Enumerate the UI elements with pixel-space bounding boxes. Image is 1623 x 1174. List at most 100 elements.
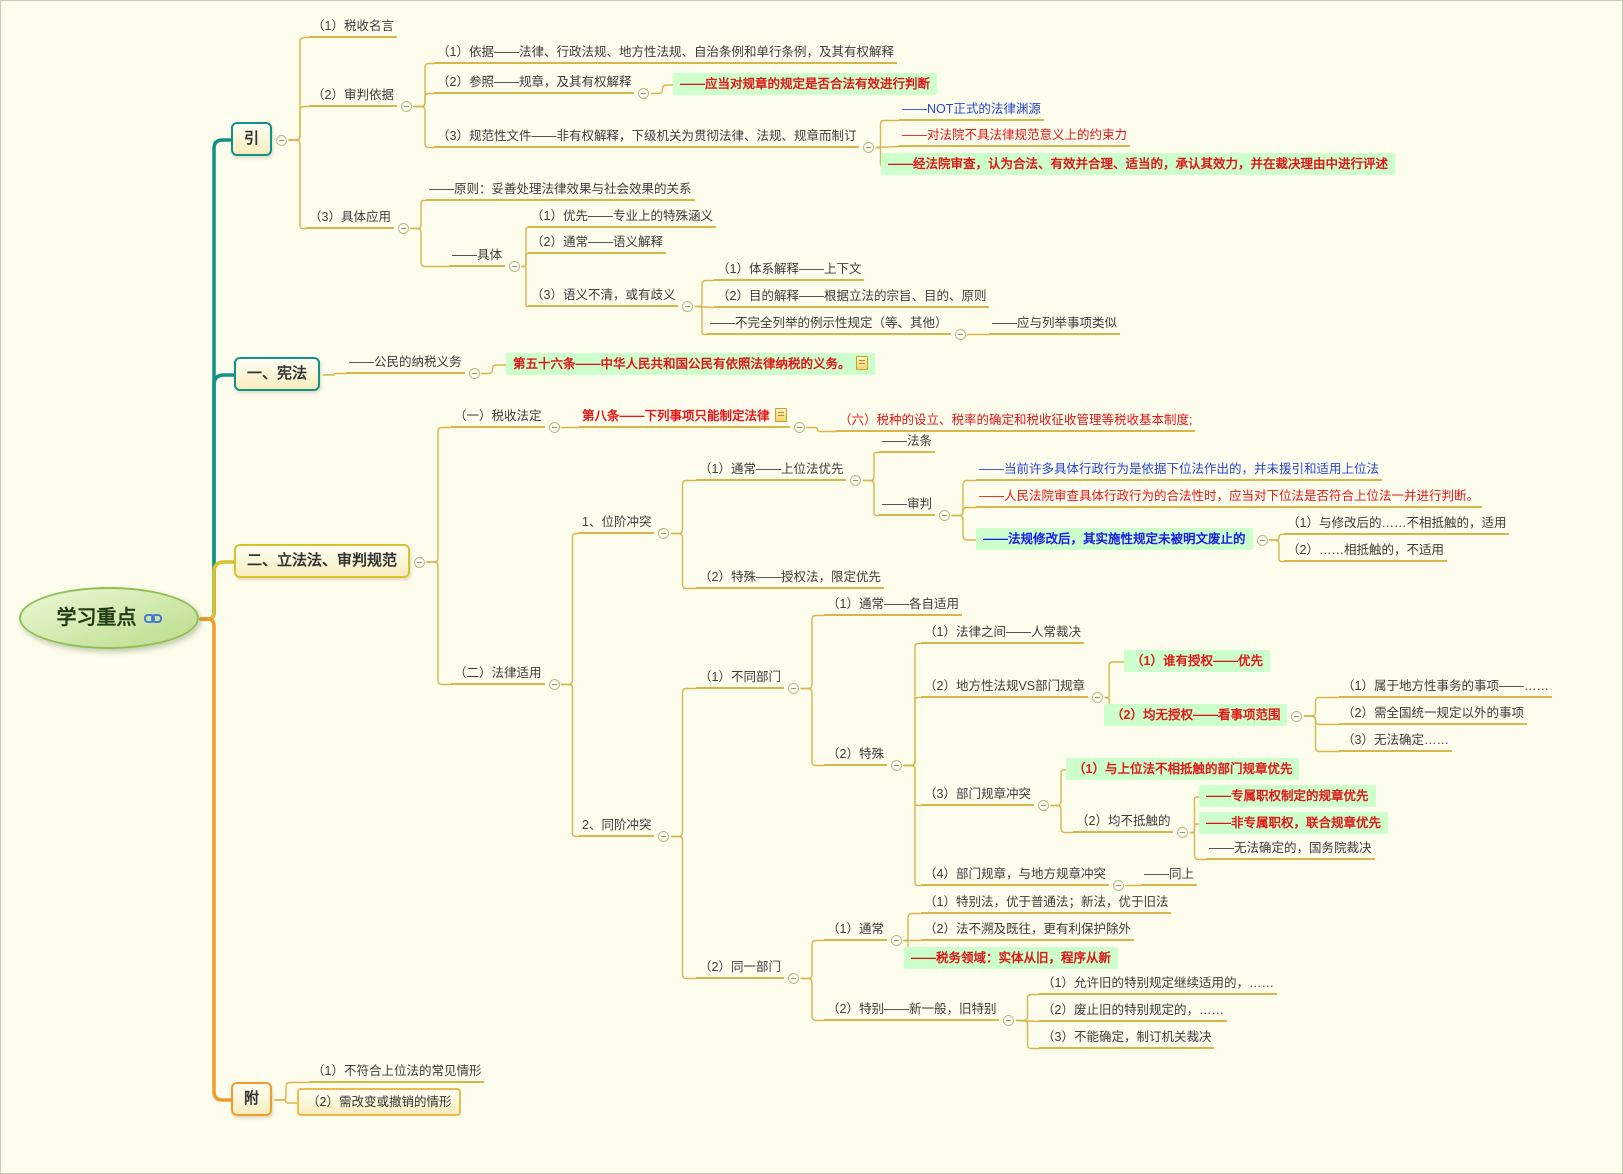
mindmap-node-e1-1[interactable]: （1）特别法，优于普通法；新法，优于旧法 [921, 894, 1172, 914]
mindmap-node-m-xianfa[interactable]: 一、宪法 [234, 357, 321, 391]
collapse-toggle[interactable] [1112, 880, 1124, 891]
collapse-toggle[interactable] [793, 422, 805, 433]
mindmap-node-c1-1-1[interactable]: （六）税种的设立、税率的确定和税收征收管理等税收基本制度; [836, 412, 1196, 432]
collapse-toggle[interactable] [638, 88, 650, 99]
mindmap-node-a2-3-1[interactable]: ——NOT正式的法律渊源 [899, 101, 1044, 121]
collapse-toggle[interactable] [658, 528, 670, 539]
mindmap-node-a3-2-1[interactable]: （1）优先——专业上的特殊涵义 [528, 208, 716, 228]
mindmap-node-e2-3[interactable]: （3）不能确定，制订机关裁决 [1039, 1029, 1215, 1049]
mindmap-node-b1-1[interactable]: 第五十六条——中华人民共和国公民有依照法律纳税的义务。 [506, 353, 875, 375]
mindmap-node-d2-3[interactable]: （3）部门规章冲突 [921, 786, 1034, 806]
collapse-toggle[interactable] [658, 831, 670, 842]
mindmap-node-e1-3[interactable]: ——税务领域：实体从旧，程序从新 [904, 947, 1119, 969]
collapse-toggle[interactable] [548, 422, 560, 433]
mindmap-node-sp3-1[interactable]: （1）与修改后的……不相抵触的，适用 [1284, 515, 1510, 535]
collapse-toggle[interactable] [1177, 827, 1189, 838]
collapse-toggle[interactable] [954, 329, 966, 340]
mindmap-node-a2-3-2[interactable]: ——对法院不具法律规范意义上的约束力 [899, 127, 1131, 147]
collapse-toggle[interactable] [682, 301, 694, 312]
collapse-toggle[interactable] [787, 973, 799, 984]
mindmap-node-a3-1[interactable]: ——原则：妥善处理法律效果与社会效果的关系 [426, 181, 695, 201]
collapse-toggle[interactable] [509, 261, 521, 272]
collapse-toggle[interactable] [890, 760, 902, 771]
hyperlink-icon[interactable] [143, 613, 162, 624]
mindmap-node-d2-3-2-1[interactable]: ——专属职权制定的规章优先 [1199, 785, 1376, 807]
mindmap-node-d2[interactable]: （2）特殊 [824, 746, 887, 766]
mindmap-node-a3-2-3-2[interactable]: （2）目的解释——根据立法的宗旨、目的、原则 [714, 288, 990, 308]
mindmap-node-a3-2-3-3[interactable]: ——不完全列举的例示性规定（等、其他） [707, 315, 951, 335]
mindmap-node-d2-2-2-3[interactable]: （3）无法确定…… [1339, 732, 1452, 752]
mindmap-node-e2-1[interactable]: （1）允许旧的特别规定继续适用的，…… [1039, 975, 1277, 995]
mindmap-node-m-yin[interactable]: 引 [231, 122, 273, 156]
mindmap-node-c2-2[interactable]: 2、同阶冲突 [579, 817, 655, 837]
mindmap-node-sp2[interactable]: ——人民法院审查具体行政行为的合法性时，应当对下位法是否符合上位法一并进行判断。 [976, 488, 1483, 508]
mindmap-node-sp3[interactable]: ——法规修改后，其实施性规定未被明文废止的 [976, 528, 1253, 550]
mindmap-node-sp1[interactable]: ——当前许多具体行政行为是依据下位法作出的，并未援引和适用上位法 [976, 461, 1383, 481]
collapse-toggle[interactable] [939, 510, 951, 521]
mindmap-node-a3-2-2[interactable]: （2）通常——语义解释 [528, 234, 666, 254]
mindmap-node-a3-2-3-1[interactable]: （1）体系解释——上下文 [714, 261, 865, 281]
mindmap-node-a2-1[interactable]: （1）依据——法律、行政法规、地方性法规、自治条例和单行条例，及其有权解释 [434, 44, 897, 64]
mindmap-node-d2-3-1[interactable]: （1）与上位法不相抵触的部门规章优先 [1066, 758, 1300, 780]
mindmap-node-a2-2-1[interactable]: ——应当对规章的规定是否合法有效进行判断 [673, 73, 938, 95]
collapse-toggle[interactable] [1003, 1015, 1015, 1026]
mindmap-node-d1[interactable]: （1）通常——各自适用 [824, 596, 962, 616]
collapse-toggle[interactable] [1291, 710, 1303, 722]
mindmap-node-d2-4-1[interactable]: ——同上 [1141, 866, 1198, 886]
mindmap-node-a3-2-3-3-1[interactable]: ——应与列举事项类似 [989, 315, 1121, 335]
collapse-toggle[interactable] [863, 142, 875, 153]
note-icon[interactable] [855, 356, 868, 370]
mindmap-node-d2-2-2[interactable]: （2）均无授权——看事项范围 [1104, 704, 1288, 726]
mindmap-node-c2-1-1[interactable]: （1）通常——上位法优先 [696, 461, 847, 481]
mindmap-node-d2-4[interactable]: （4）部门规章，与地方规章冲突 [921, 866, 1109, 886]
mindmap-node-f1[interactable]: （1）不符合上位法的常见情形 [309, 1063, 485, 1083]
mindmap-node-e2-2[interactable]: （2）废止旧的特别规定的，…… [1039, 1002, 1227, 1022]
mindmap-node-root[interactable]: 学习重点 [19, 587, 199, 649]
collapse-toggle[interactable] [276, 134, 288, 146]
note-icon[interactable] [774, 408, 787, 422]
mindmap-node-c1[interactable]: （一）税收法定 [451, 408, 545, 428]
mindmap-node-a2-3[interactable]: （3）规范性文件——非有权解释，下级机关为贯彻法律、法规、规章而制订 [434, 128, 860, 148]
mindmap-node-a1[interactable]: （1）税收名言 [309, 18, 397, 38]
mindmap-node-m-lifa[interactable]: 二、立法法、审判规范 [234, 544, 411, 578]
collapse-toggle[interactable] [400, 101, 412, 112]
mindmap-node-d2-1[interactable]: （1）法律之间——人常裁决 [921, 624, 1084, 644]
mindmap-node-a2-3-3[interactable]: ——经法院审查，认为合法、有效并合理、适当的，承认其效力，并在裁决理由中进行评述 [881, 153, 1396, 175]
collapse-toggle[interactable] [787, 683, 799, 694]
mindmap-node-a3-2-3[interactable]: （3）语义不清，或有歧义 [528, 287, 679, 307]
mindmap-node-e1-2[interactable]: （2）法不溯及既往，更有利保护除外 [921, 921, 1134, 941]
mindmap-node-a2[interactable]: （2）审判依据 [309, 87, 397, 107]
mindmap-node-d2-3-2-2[interactable]: ——非专属职权，联合规章优先 [1199, 812, 1389, 834]
collapse-toggle[interactable] [1092, 692, 1104, 703]
mindmap-node-c2-1[interactable]: 1、位阶冲突 [579, 514, 655, 534]
mindmap-node-d2-2-2-1[interactable]: （1）属于地方性事务的事项——…… [1339, 678, 1552, 698]
collapse-toggle[interactable] [890, 935, 902, 946]
mindmap-node-a3-2[interactable]: ——具体 [449, 247, 506, 267]
mindmap-node-c1-1[interactable]: 第八条——下列事项只能制定法律 [579, 408, 790, 428]
mindmap-node-c2[interactable]: （二）法律适用 [451, 665, 545, 685]
mindmap-node-d2-2[interactable]: （2）地方性法规VS部门规章 [921, 678, 1089, 698]
mindmap-node-d2-2-2-2[interactable]: （2）需全国统一规定以外的事项 [1339, 705, 1527, 725]
mindmap-node-c2-1-1-2[interactable]: ——审判 [879, 496, 936, 516]
collapse-toggle[interactable] [468, 368, 480, 379]
mindmap-node-d2-2-1[interactable]: （1）谁有授权——优先 [1124, 650, 1270, 672]
collapse-toggle[interactable] [414, 556, 426, 568]
collapse-toggle[interactable] [1037, 800, 1049, 811]
collapse-toggle[interactable] [850, 475, 862, 486]
collapse-toggle[interactable] [548, 679, 560, 690]
mindmap-node-c2-1-1-1[interactable]: ——法条 [879, 433, 936, 453]
mindmap-node-c2-1-2[interactable]: （2）特殊——授权法，限定优先 [696, 569, 884, 589]
mindmap-node-f2[interactable]: （2）需改变或撤销的情形 [297, 1088, 462, 1116]
mindmap-node-d2-3-2[interactable]: （2）均不抵触的 [1073, 813, 1174, 833]
collapse-toggle[interactable] [397, 223, 409, 234]
collapse-toggle[interactable] [1256, 534, 1268, 546]
mindmap-node-d2-3-2-3[interactable]: ——无法确定的，国务院裁决 [1206, 840, 1375, 860]
mindmap-node-a3[interactable]: （3）具体应用 [306, 209, 394, 229]
mindmap-node-e1[interactable]: （1）通常 [824, 921, 887, 941]
mindmap-node-sp3-2[interactable]: （2）……相抵触的，不适用 [1284, 542, 1447, 562]
mindmap-node-e2[interactable]: （2）特别——新一般，旧特别 [824, 1001, 1000, 1021]
mindmap-node-a2-2[interactable]: （2）参照——规章，及其有权解释 [434, 74, 635, 94]
mindmap-node-c2-2-1[interactable]: （1）不同部门 [696, 669, 784, 689]
mindmap-node-m-fu[interactable]: 附 [231, 1082, 273, 1116]
mindmap-node-b1[interactable]: ——公民的纳税义务 [346, 354, 465, 374]
